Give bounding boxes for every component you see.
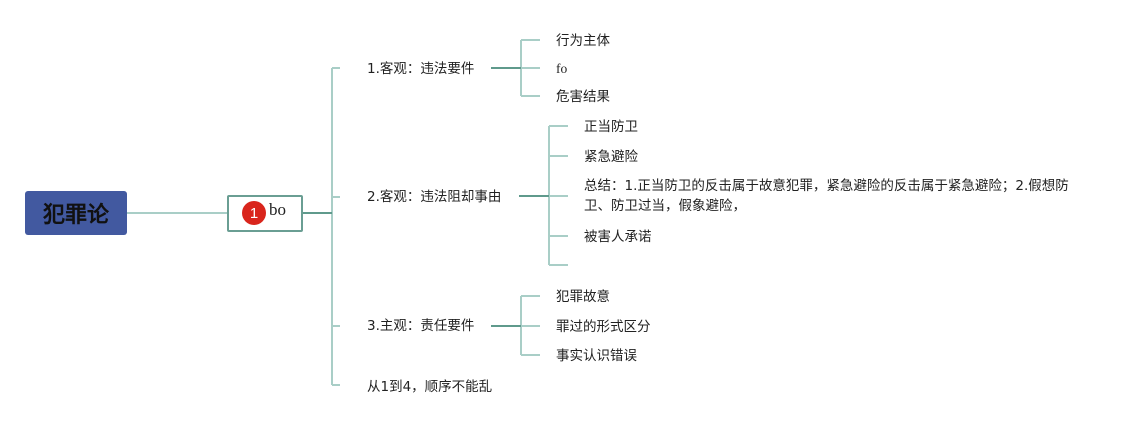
root-label: 犯罪论 [42, 203, 109, 228]
leaf-node[interactable]: 危害结果 [556, 89, 610, 105]
root-node[interactable]: 犯罪论 [25, 191, 127, 235]
leaf-node[interactable]: 行为主体 [556, 33, 610, 49]
branch-4[interactable]: 从1到4，顺序不能乱 [367, 379, 493, 395]
leaf-node[interactable]: 事实认识错误 [556, 348, 637, 364]
priority-badge-icon: 1 [242, 201, 266, 225]
branch-2[interactable]: 2.客观：违法阻却事由 [367, 189, 502, 205]
leaf-node[interactable]: 被害人承诺 [584, 229, 652, 245]
leaf-node[interactable]: 正当防卫 [584, 119, 638, 135]
topic-label: bo [269, 200, 286, 219]
branch-3[interactable]: 3.主观：责任要件 [367, 318, 475, 334]
leaf-node-summary[interactable]: 总结：1.正当防卫的反击属于故意犯罪，紧急避险的反击属于紧急避险；2.假想防卫、… [584, 178, 1069, 214]
leaf-node[interactable]: 犯罪故意 [556, 289, 610, 305]
leaf-node[interactable]: 罪过的形式区分 [556, 319, 651, 335]
branch-1[interactable]: 1.客观：违法要件 [367, 61, 475, 77]
leaf-node[interactable]: 紧急避险 [584, 149, 638, 165]
leaf-node[interactable]: fo [556, 61, 568, 76]
